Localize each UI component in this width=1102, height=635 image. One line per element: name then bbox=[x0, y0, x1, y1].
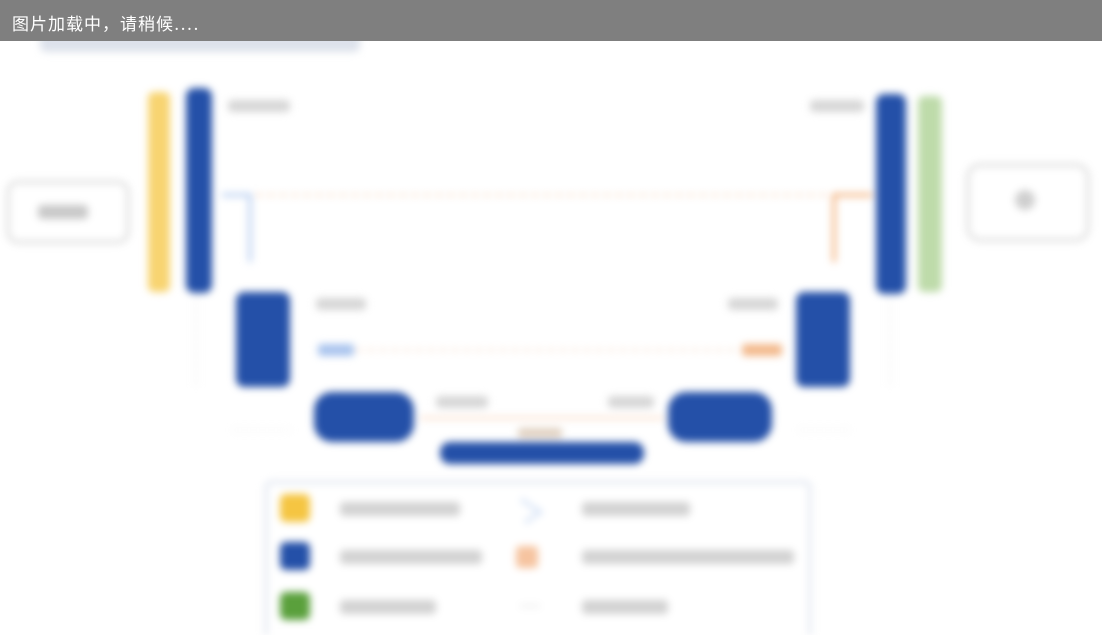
bottleneck-label bbox=[518, 428, 562, 438]
loading-message: 图片加载中，请稍候.... bbox=[12, 15, 200, 35]
up-arrow-2 bbox=[742, 344, 782, 356]
legend-text-4 bbox=[582, 502, 690, 516]
encoder-label-2 bbox=[316, 298, 366, 310]
input-image-label bbox=[38, 205, 88, 219]
up-arrow-1 bbox=[832, 193, 872, 262]
input-yellow-bar bbox=[148, 92, 170, 292]
decoder-block-2 bbox=[796, 292, 850, 387]
encoder-label-1 bbox=[228, 100, 290, 112]
decoder-block-3 bbox=[668, 392, 772, 442]
yellow-square-icon bbox=[280, 494, 310, 522]
orange-arrow-icon bbox=[516, 546, 538, 568]
blue-square-icon bbox=[280, 542, 310, 570]
green-square-icon bbox=[280, 592, 310, 620]
legend-text-1 bbox=[340, 502, 460, 516]
decoder-block-1 bbox=[876, 94, 906, 294]
image-loading-bar: 图片加载中，请稍候.... bbox=[0, 0, 1102, 41]
encoder-block-2 bbox=[236, 292, 290, 387]
encoder-block-3 bbox=[314, 392, 414, 442]
encoder-block-1 bbox=[186, 88, 212, 293]
legend-text-5 bbox=[582, 550, 794, 564]
conv-arrow-2 bbox=[318, 344, 354, 356]
bottleneck-block bbox=[440, 442, 644, 464]
legend-text-2 bbox=[340, 550, 482, 564]
decoder-label-2 bbox=[728, 298, 778, 310]
output-image-dot bbox=[1015, 190, 1035, 210]
dashed-arrow-icon bbox=[521, 498, 543, 524]
legend-text-3 bbox=[340, 600, 436, 614]
decoder-label-3 bbox=[608, 396, 654, 408]
decoder-label-1 bbox=[810, 100, 864, 112]
output-green-bar bbox=[918, 96, 942, 292]
encoder-label-3 bbox=[436, 396, 488, 408]
conv-arrow-1 bbox=[222, 193, 252, 262]
legend-text-6 bbox=[582, 600, 668, 614]
